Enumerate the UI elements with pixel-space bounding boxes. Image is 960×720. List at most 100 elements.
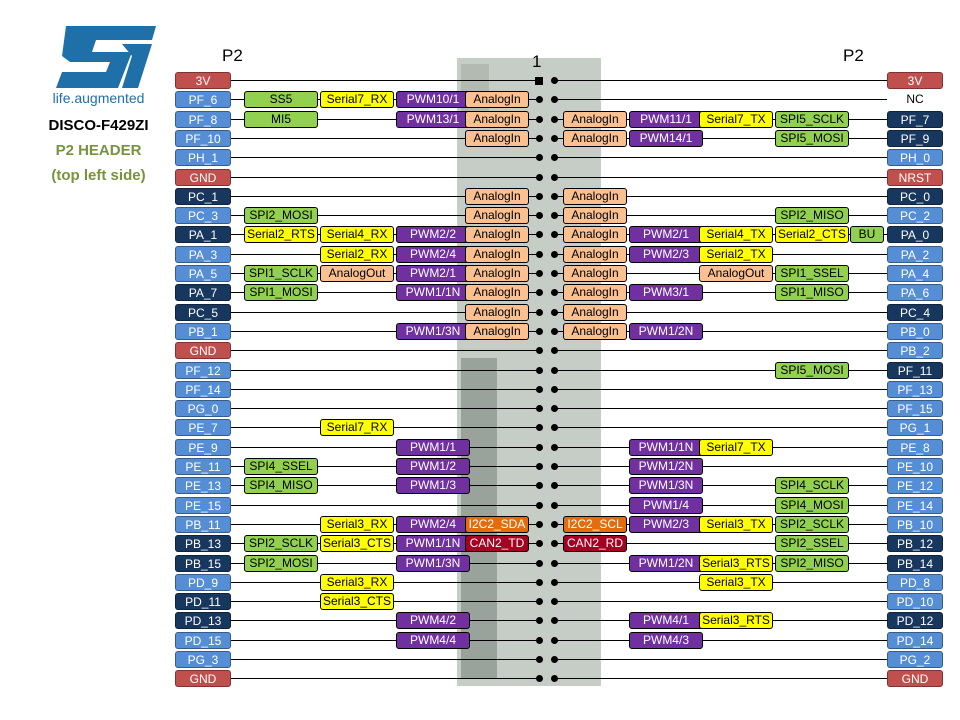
header-pin-right — [551, 116, 558, 123]
right-function-label: PWM11/1 — [629, 111, 703, 128]
right-function-label: Serial2_TX — [699, 246, 773, 263]
left-function-label: AnalogIn — [465, 323, 529, 340]
right-function-label: AnalogIn — [563, 265, 627, 282]
wire-right — [556, 215, 887, 216]
left-function-label: PWM2/4 — [396, 246, 470, 263]
header-pin-left — [536, 96, 543, 103]
header-pin-left — [536, 560, 543, 567]
right-function-label: CAN2_RD — [563, 535, 627, 552]
right-pin-label: NC — [906, 92, 924, 106]
right-pin-label: PA_4 — [887, 265, 943, 282]
header-side: (top left side) — [51, 167, 146, 184]
right-function-label: Serial2_CTS — [775, 226, 849, 243]
right-function-label: PWM2/3 — [629, 246, 703, 263]
header-pin-left — [536, 598, 543, 605]
header-pin-left — [536, 424, 543, 431]
left-function-label: SPI1_MOSI — [244, 284, 318, 301]
right-pin-label: PH_0 — [887, 149, 943, 166]
left-function-label: AnalogIn — [465, 207, 529, 224]
wire-right — [556, 601, 887, 602]
right-pin-label: PE_12 — [887, 477, 943, 494]
header-pin-left — [536, 251, 543, 258]
right-function-label: SPI5_SCLK — [775, 111, 849, 128]
left-function-label: AnalogIn — [465, 111, 529, 128]
header-pin-right — [551, 154, 558, 161]
wire-left — [231, 215, 536, 216]
right-pin-label: PF_9 — [887, 130, 943, 147]
header-pin-right — [551, 328, 558, 335]
header-pin-right — [551, 560, 558, 567]
header-pin-left — [536, 386, 543, 393]
right-pin-label: 3V — [887, 72, 943, 89]
left-function-label: PWM1/3N — [396, 323, 470, 340]
left-pin-label: PA_5 — [175, 265, 231, 282]
wire-left — [231, 408, 536, 409]
wire-right — [556, 331, 887, 332]
left-function-label: Serial2_RTS — [244, 226, 318, 243]
wire-right — [556, 350, 887, 351]
wire-left — [231, 370, 536, 371]
left-pin-label: PE_11 — [175, 458, 231, 475]
header-pin-left — [536, 463, 543, 470]
right-pin-label: PA_6 — [887, 284, 943, 301]
left-function-label: PWM2/2 — [396, 226, 470, 243]
wire-left — [231, 659, 536, 660]
right-function-label: PWM1/1N — [629, 439, 703, 456]
right-function-label: SPI2_SCLK — [775, 516, 849, 533]
header-pin-right — [551, 482, 558, 489]
header-pin-left — [536, 656, 543, 663]
left-pin-label: PB_11 — [175, 516, 231, 533]
left-pin-label: PE_7 — [175, 419, 231, 436]
header-pin-right — [551, 77, 558, 84]
header-pin-right — [551, 174, 558, 181]
header-pin-right — [551, 212, 558, 219]
right-function-label: SPI2_SSEL — [775, 535, 849, 552]
header-pin-left — [536, 154, 543, 161]
header-pin-right — [551, 617, 558, 624]
left-pin-label: GND — [175, 169, 231, 186]
left-pin-label: PD_11 — [175, 593, 231, 610]
left-pin-label: PB_15 — [175, 555, 231, 572]
right-function-label: AnalogIn — [563, 130, 627, 147]
left-function-label: SPI4_SSEL — [244, 458, 318, 475]
left-pin-label: GND — [175, 670, 231, 687]
right-pin-label: PB_2 — [887, 342, 943, 359]
left-function-label: PWM2/1 — [396, 265, 470, 282]
header-pin-left — [536, 540, 543, 547]
header-pin-right — [551, 579, 558, 586]
right-pin-label: PB_10 — [887, 516, 943, 533]
right-function-label: PWM4/1 — [629, 612, 703, 629]
left-function-label: AnalogIn — [465, 188, 529, 205]
left-pin-label: PA_1 — [175, 226, 231, 243]
wire-left — [231, 292, 536, 293]
left-function-label: AnalogIn — [465, 246, 529, 263]
wire-right — [556, 80, 887, 81]
left-function-label: AnalogIn — [465, 226, 529, 243]
right-function-label: Serial3_RTS — [699, 612, 773, 629]
left-pin-label: PE_9 — [175, 439, 231, 456]
right-pin-label: PD_14 — [887, 632, 943, 649]
right-function-label: PWM2/1 — [629, 226, 703, 243]
left-function-label: PWM4/4 — [396, 632, 470, 649]
wire-right — [556, 138, 887, 139]
header-pin-left — [535, 77, 543, 85]
left-pin-label: PB_13 — [175, 535, 231, 552]
left-pin-label: PE_15 — [175, 497, 231, 514]
left-function-label: CAN2_TD — [465, 535, 529, 552]
right-function-label: SPI5_MOSI — [775, 130, 849, 147]
right-pin-label: PE_14 — [887, 497, 943, 514]
wire-left — [231, 331, 536, 332]
wire-right — [556, 505, 887, 506]
wire-left — [231, 640, 536, 641]
left-function-label: PWM1/2 — [396, 458, 470, 475]
header-pin-left — [536, 212, 543, 219]
wire-right — [556, 177, 887, 178]
left-function-label: SPI4_MISO — [244, 477, 318, 494]
header-pin-right — [551, 193, 558, 200]
wire-right — [556, 196, 887, 197]
header-pin-left — [536, 675, 543, 682]
header-pin-right — [551, 367, 558, 374]
right-function-label: PWM4/3 — [629, 632, 703, 649]
left-pin-label: PA_7 — [175, 284, 231, 301]
wire-left — [231, 466, 536, 467]
